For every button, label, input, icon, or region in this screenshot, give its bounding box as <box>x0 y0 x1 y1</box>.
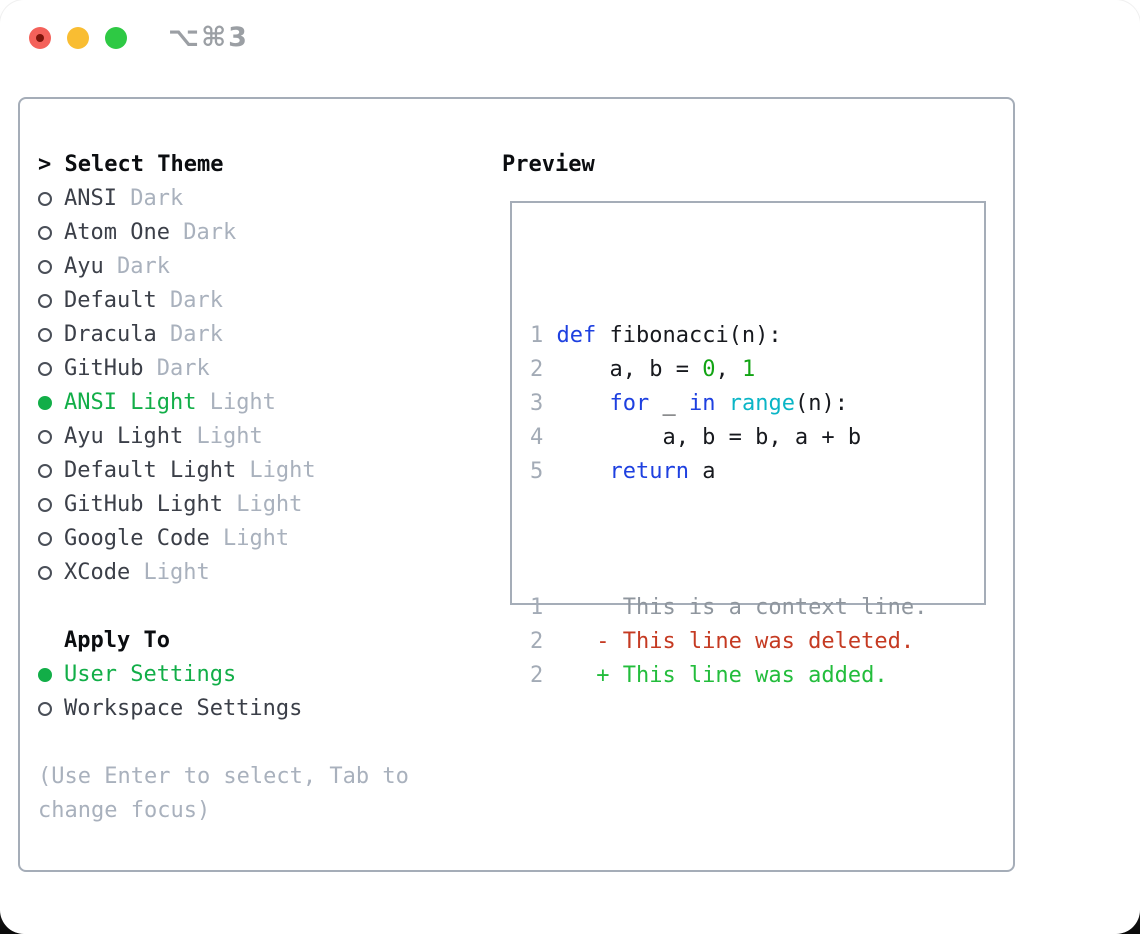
code-line: 5 return a <box>530 455 984 489</box>
theme-name: Ayu Light <box>64 424 184 449</box>
radio-unselected-icon <box>38 454 64 488</box>
radio-unselected-icon <box>38 216 64 250</box>
radio-unselected-icon <box>38 522 64 556</box>
select-theme-title: Select Theme <box>64 152 224 177</box>
theme-option-google-code[interactable]: Google Code Light <box>38 522 433 556</box>
theme-name: Google Code <box>64 526 210 551</box>
theme-name: Dracula <box>64 322 157 347</box>
theme-variant-label: Dark <box>103 254 170 279</box>
close-indicator-dot <box>36 34 44 42</box>
line-number: 3 <box>530 391 544 416</box>
code-line: 3 for _ in range(n): <box>530 387 984 421</box>
theme-option-ansi-light[interactable]: ANSI Light Light <box>38 386 433 420</box>
theme-name: Default Light <box>64 458 237 483</box>
preview-title: Preview <box>502 152 595 177</box>
theme-name: GitHub <box>64 356 144 381</box>
diff-lines: 1 This is a context line.2 - This line w… <box>530 591 984 693</box>
radio-unselected-icon <box>38 420 64 454</box>
line-number: 4 <box>530 425 544 450</box>
theme-variant-label: Dark <box>143 356 210 381</box>
diff-line-added: 2 + This line was added. <box>530 659 984 693</box>
theme-option-github[interactable]: GitHub Dark <box>38 352 433 386</box>
apply-option-workspace-settings[interactable]: Workspace Settings <box>38 692 433 726</box>
select-theme-header: > Select Theme <box>38 148 433 182</box>
theme-option-dracula[interactable]: Dracula Dark <box>38 318 433 352</box>
theme-variant-label: Dark <box>156 322 223 347</box>
theme-option-xcode[interactable]: XCode Light <box>38 556 433 590</box>
radio-selected-icon <box>38 658 64 692</box>
line-number: 2 <box>530 629 544 654</box>
code-line: 4 a, b = b, a + b <box>530 421 984 455</box>
theme-name: ANSI Light <box>64 390 197 415</box>
code-line: 2 a, b = 0, 1 <box>530 353 984 387</box>
theme-option-ayu-light[interactable]: Ayu Light Light <box>38 420 433 454</box>
theme-name: Atom One <box>64 220 170 245</box>
line-number: 2 <box>530 357 544 382</box>
line-number: 2 <box>530 663 544 688</box>
theme-name: XCode <box>64 560 131 585</box>
theme-variant-label: Light <box>222 492 303 517</box>
radio-selected-icon <box>38 386 64 420</box>
prompt-icon: > <box>38 152 65 177</box>
theme-option-default[interactable]: Default Dark <box>38 284 433 318</box>
theme-name: ANSI <box>64 186 117 211</box>
apply-option-label: Workspace Settings <box>64 696 303 721</box>
theme-option-default-light[interactable]: Default Light Light <box>38 454 433 488</box>
theme-variant-label: Light <box>209 526 290 551</box>
radio-unselected-icon <box>38 182 64 216</box>
theme-option-ayu[interactable]: Ayu Dark <box>38 250 433 284</box>
minimize-button[interactable] <box>67 27 89 49</box>
line-number: 1 <box>530 595 544 620</box>
theme-variant-label: Light <box>196 390 276 415</box>
zoom-button[interactable] <box>105 27 127 49</box>
theme-variant-label: Dark <box>169 220 237 245</box>
theme-name: GitHub Light <box>64 492 223 517</box>
theme-option-atom-one[interactable]: Atom One Dark <box>38 216 433 250</box>
diff-line-context: 1 This is a context line. <box>530 591 984 625</box>
theme-variant-label: Light <box>183 424 263 449</box>
apply-option-user-settings[interactable]: User Settings <box>38 658 433 692</box>
radio-unselected-icon <box>38 556 64 590</box>
radio-unselected-icon <box>38 284 64 318</box>
theme-option-github-light[interactable]: GitHub Light Light <box>38 488 433 522</box>
theme-name: Ayu <box>64 254 104 279</box>
theme-variant-label: Dark <box>116 186 184 211</box>
line-number: 1 <box>530 323 544 348</box>
diff-line-deleted: 2 - This line was deleted. <box>530 625 984 659</box>
radio-unselected-icon <box>38 352 64 386</box>
hint-text: (Use Enter to select, Tab to change focu… <box>38 764 409 823</box>
apply-option-label: User Settings <box>64 662 237 687</box>
line-number: 5 <box>530 459 544 484</box>
radio-unselected-icon <box>38 488 64 522</box>
window-shortcut-label: ⌥⌘3 <box>168 22 249 53</box>
radio-unselected-icon <box>38 250 64 284</box>
apply-to-header: Apply To <box>64 628 170 653</box>
radio-unselected-icon <box>38 692 64 726</box>
theme-variant-label: Dark <box>156 288 223 313</box>
close-button[interactable] <box>29 27 51 49</box>
radio-unselected-icon <box>38 318 64 352</box>
theme-name: Default <box>64 288 157 313</box>
theme-option-ansi[interactable]: ANSI Dark <box>38 182 433 216</box>
theme-variant-label: Light <box>130 560 210 585</box>
theme-variant-label: Light <box>236 458 316 483</box>
